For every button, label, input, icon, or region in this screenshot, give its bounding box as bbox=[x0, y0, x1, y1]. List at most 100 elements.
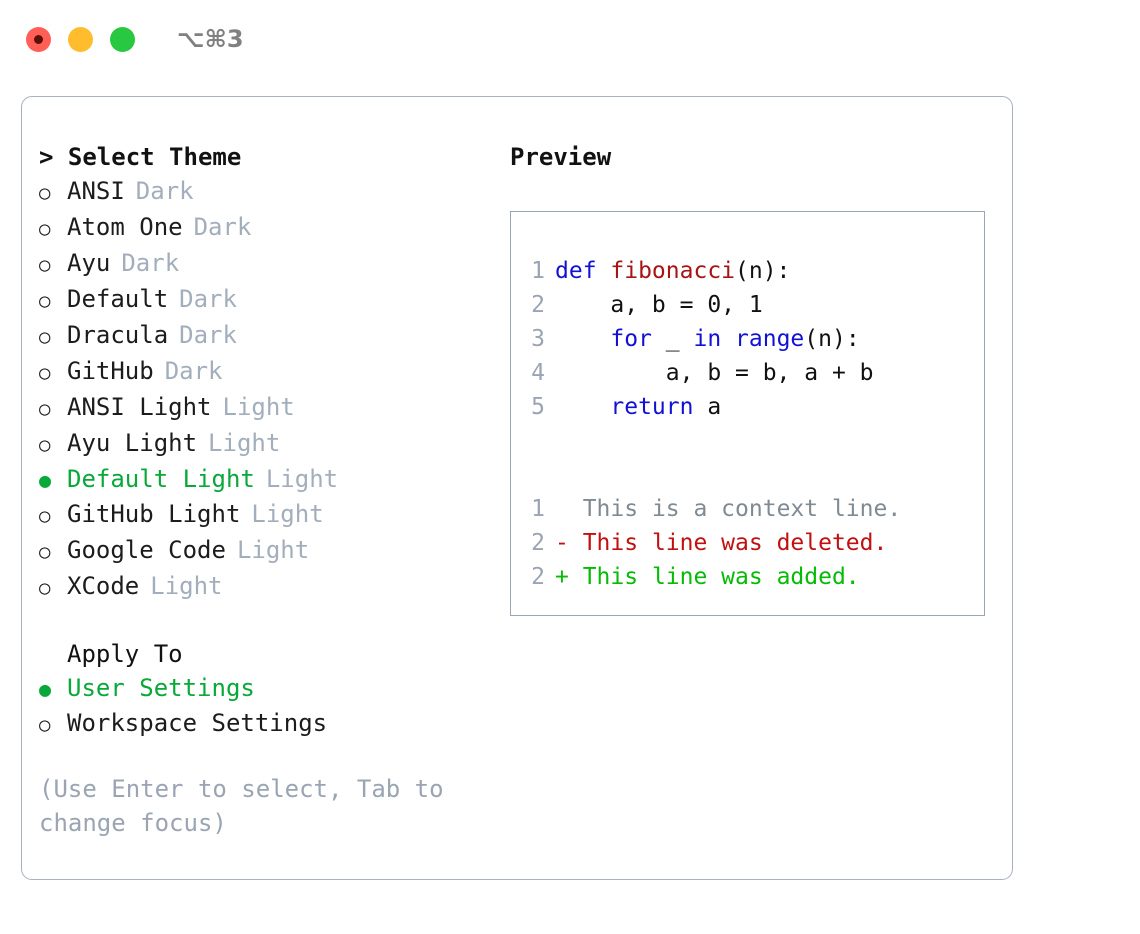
code-sample: 1 def fibonacci(n): 2 a, b = 0, 1 3 for … bbox=[511, 254, 984, 424]
recording-dot-icon bbox=[34, 34, 43, 44]
radio-unselected-icon: ○ bbox=[39, 326, 51, 348]
token-keyword: for bbox=[610, 326, 652, 352]
theme-option-label: Ayu bbox=[67, 249, 111, 277]
diff-sign bbox=[555, 492, 583, 526]
title-bar: ⌥⌘3 bbox=[0, 0, 1140, 78]
token-keyword: def bbox=[555, 258, 611, 284]
theme-option-category: Dark bbox=[164, 357, 223, 385]
code-diff-spacer-2 bbox=[511, 458, 984, 492]
apply-to-option-label: Workspace Settings bbox=[67, 709, 328, 737]
code-text: return a bbox=[555, 390, 721, 424]
theme-option-label: Default bbox=[67, 285, 169, 313]
token-plain: a bbox=[693, 394, 722, 420]
theme-option-category: Light bbox=[208, 429, 281, 457]
theme-option-label: Ayu Light bbox=[67, 429, 198, 457]
theme-option-category: Light bbox=[236, 536, 310, 564]
token-keyword: return bbox=[610, 394, 694, 420]
apply-to-option-workspace-settings[interactable]: ○ Workspace Settings bbox=[39, 706, 490, 742]
token-keyword: in bbox=[693, 326, 722, 352]
code-text: for _ in range(n): bbox=[555, 322, 859, 356]
radio-unselected-icon: ○ bbox=[39, 398, 51, 420]
theme-option-list: ○ ANSI Dark ○ Atom One Dark ○ Ayu Dark ○… bbox=[39, 174, 490, 605]
diff-sign: - bbox=[555, 530, 583, 556]
radio-unselected-icon: ○ bbox=[39, 218, 51, 240]
line-number: 5 bbox=[531, 394, 545, 420]
line-number: 4 bbox=[531, 360, 545, 386]
close-button[interactable] bbox=[26, 26, 51, 52]
theme-option-github[interactable]: ○ GitHub Dark bbox=[39, 354, 490, 390]
token-plain: a, b = 0, 1 bbox=[555, 292, 763, 318]
theme-option-category: Dark bbox=[179, 285, 237, 313]
theme-option-label: ANSI bbox=[67, 177, 125, 205]
code-line: 2 a, b = 0, 1 bbox=[511, 288, 984, 322]
radio-unselected-icon: ○ bbox=[39, 577, 51, 599]
diff-text: This line was deleted. bbox=[582, 530, 888, 556]
theme-option-default-light[interactable]: ● Default Light Light bbox=[39, 462, 490, 497]
code-line: 5 return a bbox=[511, 390, 984, 424]
code-diff-spacer bbox=[511, 424, 984, 458]
radio-selected-icon: ● bbox=[39, 677, 52, 701]
token-builtin: range bbox=[735, 326, 805, 352]
radio-unselected-icon: ○ bbox=[39, 714, 51, 736]
diff-line-added: 2 + This line was added. bbox=[511, 560, 984, 594]
code-line: 1 def fibonacci(n): bbox=[511, 254, 984, 288]
select-theme-heading: > Select Theme bbox=[39, 143, 242, 171]
radio-unselected-icon: ○ bbox=[39, 290, 51, 312]
theme-option-label: Default Light bbox=[67, 465, 255, 493]
theme-option-atom-one[interactable]: ○ Atom One Dark bbox=[39, 210, 490, 246]
theme-option-category: Light bbox=[150, 572, 223, 600]
diff-sign: + bbox=[555, 564, 583, 590]
theme-option-xcode[interactable]: ○ XCode Light bbox=[39, 569, 490, 605]
radio-unselected-icon: ○ bbox=[39, 434, 51, 456]
theme-option-label: Google Code bbox=[67, 536, 226, 564]
line-number: 1 bbox=[531, 496, 545, 522]
theme-option-label: Atom One bbox=[67, 213, 183, 241]
token-plain bbox=[555, 394, 610, 420]
line-number: 2 bbox=[531, 564, 545, 590]
diff-text: This line was added. bbox=[582, 564, 860, 590]
theme-option-label: ANSI Light bbox=[67, 393, 212, 421]
theme-option-category: Light bbox=[251, 500, 324, 528]
theme-option-category: Dark bbox=[135, 177, 194, 205]
radio-unselected-icon: ○ bbox=[39, 505, 51, 527]
theme-option-github-light[interactable]: ○ GitHub Light Light bbox=[39, 497, 490, 533]
code-line: 3 for _ in range(n): bbox=[511, 322, 984, 356]
theme-option-ansi[interactable]: ○ ANSI Dark bbox=[39, 174, 490, 210]
diff-text: This is a context line. bbox=[582, 496, 902, 522]
apply-to-heading: Apply To bbox=[67, 640, 183, 668]
preview-column: Preview 1 def fibonacci(n): 2 a, b = 0, … bbox=[490, 97, 1012, 879]
theme-option-google-code[interactable]: ○ Google Code Light bbox=[39, 533, 490, 569]
code-line: 4 a, b = b, a + b bbox=[511, 356, 984, 390]
token-plain: (n): bbox=[735, 258, 791, 284]
preview-heading: Preview bbox=[510, 143, 612, 171]
radio-unselected-icon: ○ bbox=[39, 254, 51, 276]
theme-selection-column: > Select Theme ○ ANSI Dark ○ Atom One Da… bbox=[22, 97, 490, 879]
theme-option-label: GitHub bbox=[67, 357, 154, 385]
line-number: 2 bbox=[531, 530, 545, 556]
token-function: fibonacci bbox=[610, 258, 736, 284]
token-plain bbox=[555, 326, 610, 352]
theme-option-label: GitHub Light bbox=[67, 500, 241, 528]
theme-option-ayu-light[interactable]: ○ Ayu Light Light bbox=[39, 426, 490, 462]
theme-option-ayu[interactable]: ○ Ayu Dark bbox=[39, 246, 490, 282]
line-number: 2 bbox=[531, 292, 545, 318]
keyboard-shortcut-label: ⌥⌘3 bbox=[177, 25, 244, 53]
maximize-button[interactable] bbox=[110, 26, 135, 52]
radio-unselected-icon: ○ bbox=[39, 362, 51, 384]
theme-option-label: XCode bbox=[67, 572, 140, 600]
apply-to-option-user-settings[interactable]: ● User Settings bbox=[39, 671, 490, 706]
diff-sample: 1 This is a context line. 2 - This line … bbox=[511, 492, 984, 594]
theme-option-dracula[interactable]: ○ Dracula Dark bbox=[39, 318, 490, 354]
theme-option-category: Dark bbox=[121, 249, 180, 277]
code-text: def fibonacci(n): bbox=[555, 254, 790, 288]
apply-to-option-list: ● User Settings ○ Workspace Settings bbox=[39, 671, 490, 742]
theme-option-ansi-light[interactable]: ○ ANSI Light Light bbox=[39, 390, 490, 426]
theme-picker-panel: > Select Theme ○ ANSI Dark ○ Atom One Da… bbox=[21, 96, 1013, 880]
diff-line-deleted: 2 - This line was deleted. bbox=[511, 526, 984, 560]
minimize-button[interactable] bbox=[68, 26, 93, 52]
theme-option-category: Light bbox=[265, 465, 339, 493]
code-text: a, b = 0, 1 bbox=[555, 288, 763, 322]
diff-line-context: 1 This is a context line. bbox=[511, 492, 984, 526]
theme-option-default[interactable]: ○ Default Dark bbox=[39, 282, 490, 318]
apply-to-option-label: User Settings bbox=[67, 674, 255, 702]
